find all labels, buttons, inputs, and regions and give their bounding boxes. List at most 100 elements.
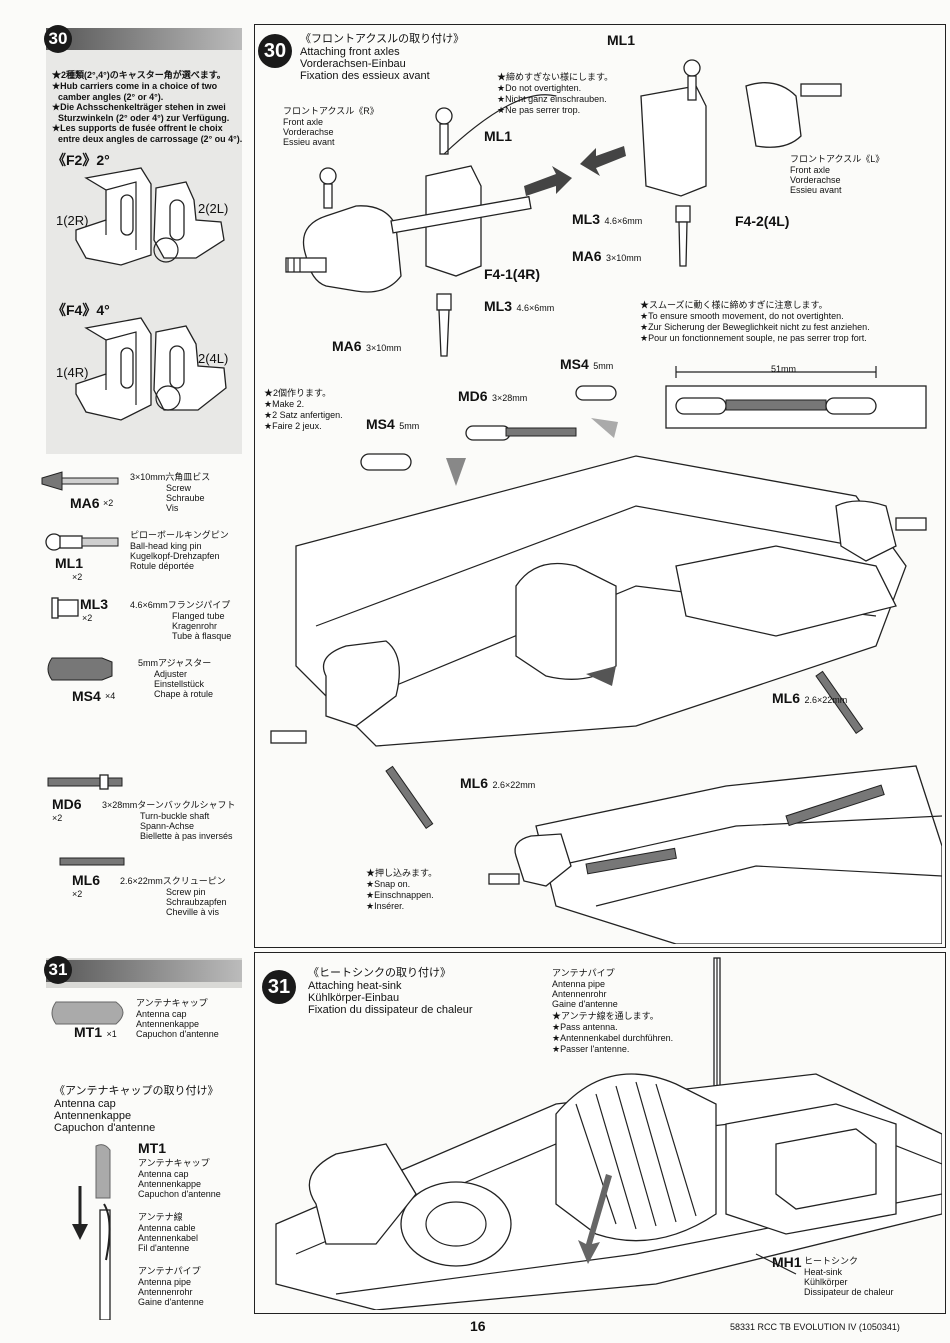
smooth-de: ★Zur Sicherung der Beweglichkeit nicht z… xyxy=(640,322,870,332)
antenna-cap-title-en: Antenna cap xyxy=(54,1098,116,1110)
antenna-pipe-jp: アンテナパイプ xyxy=(552,968,615,978)
smooth-fr: ★Pour un fonctionnement souple, ne pas s… xyxy=(640,333,867,343)
part-ml3-desc: 4.6×6mmフランジパイプ Flanged tube Kragenrohr T… xyxy=(130,598,231,641)
pass-antenna-jp: ★アンテナ線を通します。 xyxy=(552,1011,659,1021)
footer-code: 58331 RCC TB EVOLUTION IV (1050341) xyxy=(730,1322,900,1332)
part-ml1-fr: Rotule déportée xyxy=(130,561,195,571)
part-ma6-desc: 3×10mm六角皿ビス Screw Schraube Vis xyxy=(130,470,210,513)
heat-sink-en: Heat-sink xyxy=(804,1267,843,1277)
part-ml1-code: ML1 xyxy=(55,555,83,571)
part-md6-qty: ×2 xyxy=(52,813,63,823)
ml3-right-code: ML3 xyxy=(572,211,600,227)
camber-f2-right: 2(2L) xyxy=(198,201,229,216)
part-ma6-jp: 3×10mm六角皿ビス xyxy=(130,472,211,482)
camber-note-en1: ★Hub carriers come in a choice of two xyxy=(52,81,218,91)
detail-pipe-de: Antennenrohr xyxy=(138,1287,193,1297)
make2-de: ★2 Satz anfertigen. xyxy=(264,410,343,420)
part-ma6-en: Screw xyxy=(166,483,192,493)
camber-f2-drawing xyxy=(75,167,225,266)
step-30-title-en: Attaching front axles xyxy=(300,46,400,58)
part-mt1-code: MT1 xyxy=(74,1024,102,1040)
part-ma6-fr: Vis xyxy=(166,503,179,513)
ma6-left-size: 3×10mm xyxy=(366,343,402,353)
step-31-drawing xyxy=(275,957,942,1310)
part-ml3-qty: ×2 xyxy=(82,613,93,623)
parts-icons xyxy=(41,471,125,866)
pass-antenna-de: ★Antennenkabel durchführen. xyxy=(552,1033,674,1043)
part-ms4-jp: 5mmアジャスター xyxy=(138,658,212,668)
part-ml6-code: ML6 xyxy=(72,872,100,888)
ml6-right-size: 2.6×22mm xyxy=(804,695,848,705)
part-md6-de: Spann-Achse xyxy=(140,821,195,831)
ma6-left-label: MA6 3×10mm xyxy=(332,338,401,356)
detail-cable-fr: Fil d'antenne xyxy=(138,1243,190,1253)
ml6-bottom-code: ML6 xyxy=(460,775,488,791)
ml6-bottom-size: 2.6×22mm xyxy=(492,780,536,790)
heat-sink-fr: Dissipateur de chaleur xyxy=(804,1287,894,1297)
detail-cable-jp: アンテナ線 xyxy=(138,1212,183,1222)
front-axle-r-de: Vorderachse xyxy=(283,127,334,137)
f4-2-label: F4-2(4L) xyxy=(735,213,790,229)
front-axle-r-jp: フロントアクスル《R》 xyxy=(283,106,379,116)
antenna-pipe-note: アンテナパイプ Antenna pipe Antennenrohr Gaine … xyxy=(552,966,673,1055)
detail-pipe-en: Antenna pipe xyxy=(138,1277,192,1287)
part-ml6-de: Schraubzapfen xyxy=(166,897,227,907)
step-30-drawing xyxy=(270,59,942,944)
mt1-detail-label: MT1 xyxy=(138,1140,166,1156)
detail-pipe-fr: Gaine d'antenne xyxy=(138,1297,204,1307)
part-ml3-fr: Tube à flasque xyxy=(172,631,232,641)
antenna-cap-title-jp: 《アンテナキャップの取り付け》 xyxy=(54,1085,219,1097)
ml6-right-label: ML6 2.6×22mm xyxy=(772,690,847,708)
detail-cap-de: Antennenkappe xyxy=(138,1179,202,1189)
part-md6-desc: 3×28mmターンバックルシャフト Turn-buckle shaft Span… xyxy=(102,798,236,841)
part-ms4-fr: Chape à rotule xyxy=(154,689,214,699)
front-axle-r-fr: Essieu avant xyxy=(283,137,335,147)
snap-jp: ★押し込みます。 xyxy=(366,868,438,878)
step-30-title-fr: Fixation des essieux avant xyxy=(300,70,430,82)
ms4-left-size: 5mm xyxy=(399,421,420,431)
no-overtighten-fr: ★Ne pas serrer trop. xyxy=(497,105,581,115)
make2-note: ★2個作ります。 ★Make 2. ★2 Satz anfertigen. ★F… xyxy=(264,386,343,432)
part-mt1-jp: アンテナキャップ xyxy=(136,998,208,1008)
ms4-left-code: MS4 xyxy=(366,416,395,432)
camber-note: ★2種類(2°,4°)のキャスター角が選べます。 ★Hub carriers c… xyxy=(52,68,242,144)
step-31-number: 31 xyxy=(262,970,296,1004)
part-ml1-en: Ball-head king pin xyxy=(130,541,202,551)
smooth-note: ★スムーズに動く様に締めすぎに注意します。 ★To ensure smooth … xyxy=(640,298,870,344)
camber-note-fr1: ★Les supports de fusée offrent le choix xyxy=(52,123,223,133)
ma6-right-code: MA6 xyxy=(572,248,602,264)
step-31-number-small: 31 xyxy=(44,956,72,984)
no-overtighten-note: ★締めすぎない様にします。 ★Do not overtighten. ★Nich… xyxy=(497,70,613,116)
page-number: 16 xyxy=(470,1318,486,1334)
make2-en: ★Make 2. xyxy=(264,399,305,409)
front-axle-l-en: Front axle xyxy=(790,165,831,175)
part-ml6-desc: 2.6×22mmスクリューピン Screw pin Schraubzapfen … xyxy=(120,874,227,917)
camber-f4-label: 《F4》4° xyxy=(52,302,110,318)
antenna-cap-title-fr: Capuchon d'antenne xyxy=(54,1122,156,1134)
camber-f4-drawing xyxy=(75,317,227,421)
part-ml6-qty: ×2 xyxy=(72,889,83,899)
ml6-right-code: ML6 xyxy=(772,690,800,706)
part-ms4-de: Einstellstück xyxy=(154,679,205,689)
part-md6-jp: 3×28mmターンバックルシャフト xyxy=(102,800,236,810)
step-30-title-de: Vorderachsen-Einbau xyxy=(300,58,406,70)
part-md6-en: Turn-buckle shaft xyxy=(140,811,210,821)
antenna-cap-detail-cable: アンテナ線 Antenna cable Antennenkabel Fil d'… xyxy=(138,1210,198,1253)
front-axle-l-jp: フロントアクスル《L》 xyxy=(790,154,885,164)
detail-cable-de: Antennenkabel xyxy=(138,1233,199,1243)
md6-size: 3×28mm xyxy=(492,393,528,403)
snap-note: ★押し込みます。 ★Snap on. ★Einschnappen. ★Insér… xyxy=(366,866,437,912)
detail-cap-jp: アンテナキャップ xyxy=(138,1158,210,1168)
part-ml6-jp: 2.6×22mmスクリューピン xyxy=(120,876,226,886)
part-ml3-jp: 4.6×6mmフランジパイプ xyxy=(130,600,231,610)
md6-label: MD6 3×28mm xyxy=(458,388,527,406)
smooth-en: ★To ensure smooth movement, do not overt… xyxy=(640,311,844,321)
camber-note-de2: Sturzwinkeln (2° oder 4°) zur Verfügung. xyxy=(58,113,230,123)
camber-f4-left: 1(4R) xyxy=(56,365,89,380)
part-mt1-desc: アンテナキャップ Antenna cap Antennenkappe Capuc… xyxy=(136,996,219,1039)
part-ms4-code: MS4 xyxy=(72,688,101,704)
heat-sink-de: Kühlkörper xyxy=(804,1277,848,1287)
part-ml6-en: Screw pin xyxy=(166,887,206,897)
part-ml6-fr: Cheville à vis xyxy=(166,907,220,917)
antenna-pipe-fr: Gaine d'antenne xyxy=(552,999,618,1009)
